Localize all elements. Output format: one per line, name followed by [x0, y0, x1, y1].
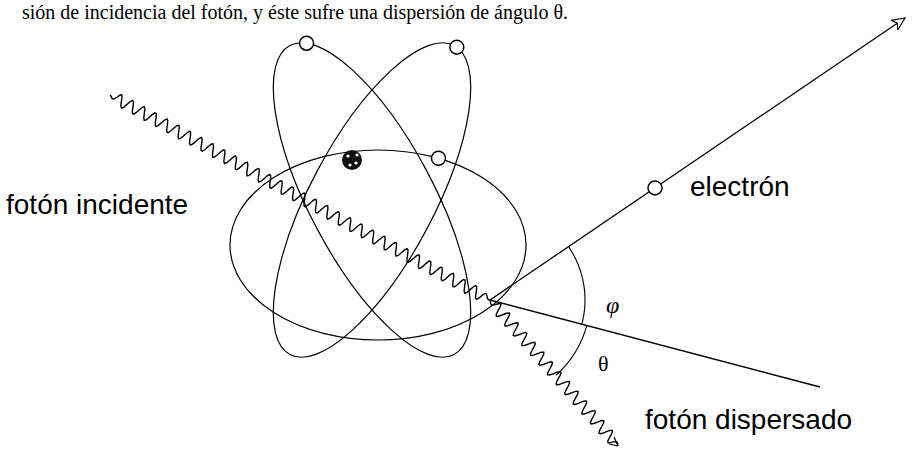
electron-label: electrón	[690, 172, 790, 203]
phi-angle-label: φ	[606, 292, 619, 318]
nucleus	[342, 150, 362, 170]
theta-angle-label: θ	[598, 352, 609, 376]
electron-trajectory	[490, 18, 905, 300]
incidence-direction-line	[490, 300, 820, 387]
phi-angle-arc	[569, 247, 585, 325]
scattering-lines	[110, 18, 905, 446]
nucleus-spot	[348, 163, 351, 166]
caption-fragment: sión de incidencia del fotón, y éste suf…	[22, 1, 568, 23]
theta-angle-arc	[556, 325, 587, 375]
orbital-electron	[300, 36, 314, 50]
scattered-photon-wave	[490, 300, 618, 446]
ejected-electron	[648, 181, 662, 195]
nucleus-spot	[346, 154, 349, 157]
atom-orbits	[230, 16, 526, 383]
electron-orbit	[235, 16, 509, 383]
orbital-electron	[450, 40, 464, 54]
incident-photon-label: fotón incidente	[6, 190, 188, 221]
electron-orbit	[230, 150, 526, 340]
scattered-photon-label: fotón dispersado	[645, 405, 852, 436]
nucleus-spot	[355, 153, 358, 156]
orbital-electron	[431, 151, 445, 165]
electron-orbit	[235, 16, 509, 383]
nucleus-spot	[354, 161, 357, 164]
scattered-photon-tip	[609, 437, 618, 446]
